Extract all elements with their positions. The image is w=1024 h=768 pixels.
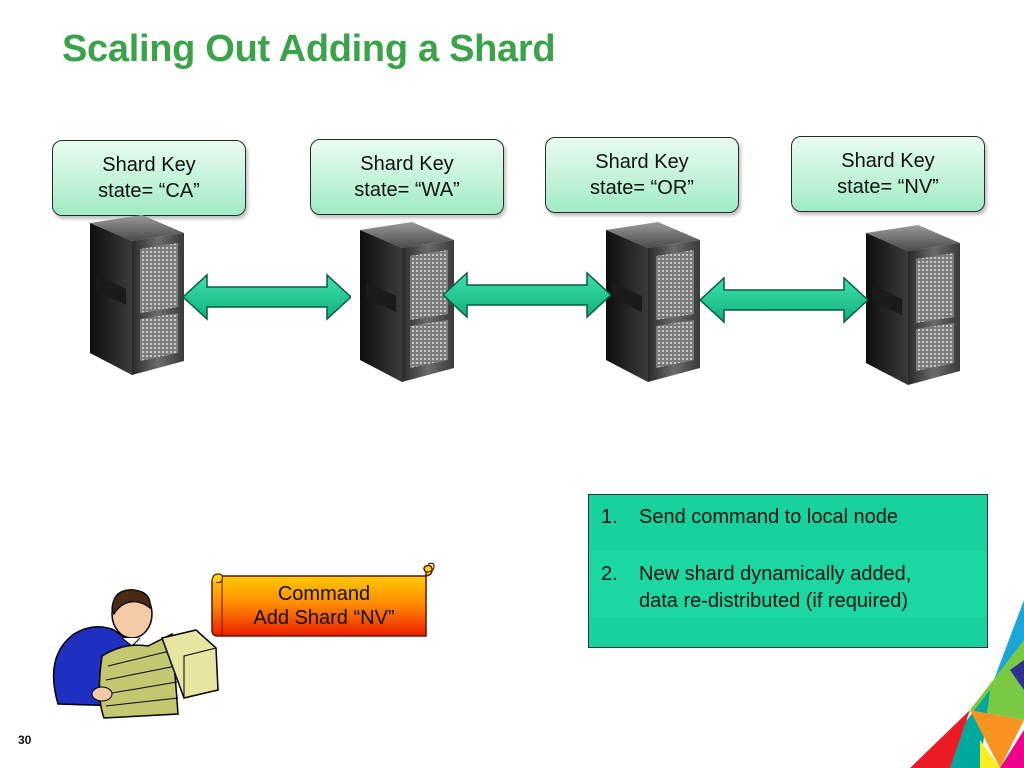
shard-key-state: state= “CA” (98, 180, 200, 202)
command-scroll-banner (211, 562, 435, 637)
step-number: 2. (601, 563, 618, 585)
shard-key-box-ca: Shard Key state= “CA” (52, 140, 246, 216)
command-line-1: Command (277, 583, 371, 605)
server-tower-icon (90, 215, 184, 375)
step-text: New shard dynamically added, (639, 563, 912, 585)
shard-key-state: state= “WA” (354, 179, 460, 201)
server-tower-icon (866, 225, 960, 385)
step-number: 1. (601, 506, 618, 528)
shard-key-label: Shard Key (360, 153, 454, 175)
shard-key-box-nv: Shard Key state= “NV” (791, 136, 985, 212)
server-tower-icon (606, 222, 700, 382)
step-text: data re-distributed (if required) (639, 590, 909, 612)
decorative-triangles-graphic (910, 600, 1024, 768)
shard-key-label: Shard Key (595, 151, 689, 173)
command-line-2: Add Shard “NV” (253, 607, 395, 629)
bidirectional-arrow-icon (700, 276, 868, 324)
shard-key-label: Shard Key (102, 154, 196, 176)
shard-key-box-wa: Shard Key state= “WA” (310, 139, 504, 215)
step-text: Send command to local node (639, 506, 899, 528)
shard-key-label: Shard Key (841, 150, 935, 172)
bidirectional-arrow-icon (183, 273, 351, 321)
person-at-computer-icon (52, 589, 219, 719)
shard-key-state: state= “OR” (590, 177, 694, 199)
command-scroll-text: Command Add Shard “NV” (224, 582, 424, 630)
steps-box: 1. Send command to local node 2. New shard… (588, 494, 988, 648)
bidirectional-arrow-icon (443, 271, 611, 319)
steps-band (589, 551, 987, 617)
shard-key-box-or: Shard Key state= “OR” (545, 137, 739, 213)
page-number: 30 (18, 733, 32, 747)
shard-key-state: state= “NV” (837, 176, 939, 198)
step-item: 2. New shard dynamically added, data re-di… (601, 561, 911, 615)
slide-title: Scaling Out Adding a Shard (62, 28, 556, 70)
step-item: 1. Send command to local node (601, 504, 898, 531)
